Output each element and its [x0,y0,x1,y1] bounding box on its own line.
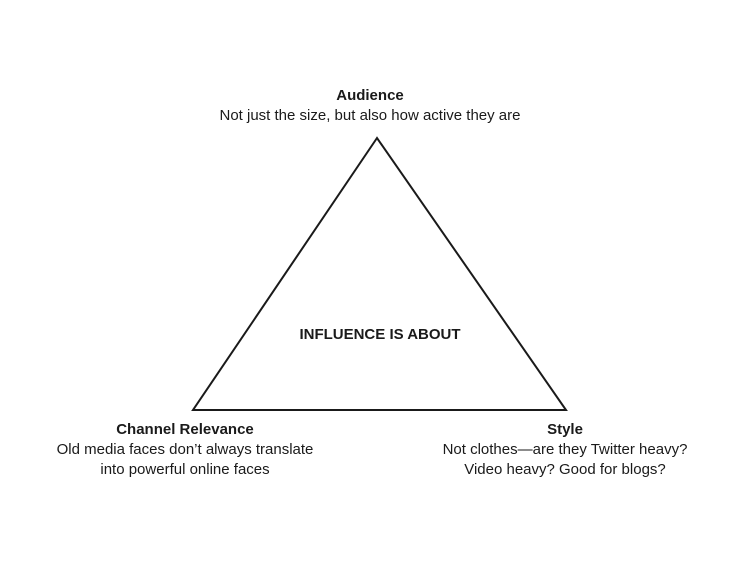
vertex-desc-style-line-2: Video heavy? Good for blogs? [464,461,666,478]
vertex-desc-channel-relevance-line-1: Old media faces don’t always translate [56,441,314,458]
vertex-label-channel-relevance: Channel Relevance Old media faces don’t … [20,420,350,480]
triangle-outline [191,136,568,411]
vertex-title-style: Style [547,421,583,438]
vertex-label-audience: Audience Not just the size, but also how… [170,86,570,126]
vertex-title-audience: Audience [336,87,404,104]
vertex-desc-style-line-1: Not clothes—are they Twitter heavy? [442,441,688,458]
vertex-desc-audience-line-1: Not just the size, but also how active t… [219,107,521,124]
vertex-desc-channel-relevance-line-2: into powerful online faces [100,461,270,478]
vertex-label-style: Style Not clothes—are they Twitter heavy… [400,420,730,480]
vertex-title-channel-relevance: Channel Relevance [116,421,254,438]
center-label: INFLUENCE IS ABOUT [299,326,461,343]
